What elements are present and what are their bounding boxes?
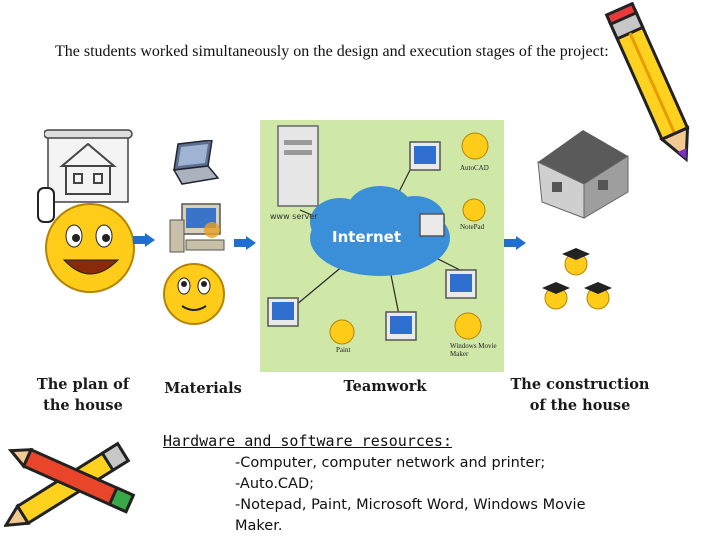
resource-item: -Auto.CAD; bbox=[235, 476, 315, 492]
moviemaker-label: Windows Movie Maker bbox=[450, 342, 497, 358]
server-label: www server bbox=[270, 212, 318, 221]
notepad-label: NotePad bbox=[460, 223, 485, 231]
resource-item: Maker. bbox=[235, 518, 283, 534]
resources-list: -Computer, computer network and printer;… bbox=[235, 453, 586, 537]
laptop-icon bbox=[172, 140, 220, 185]
stage-caption-construction: The construction of the house bbox=[510, 376, 650, 414]
resources-title: Hardware and software resources: bbox=[163, 432, 452, 450]
graduates-icon bbox=[542, 248, 612, 310]
resource-item: -Computer, computer network and printer; bbox=[235, 455, 546, 471]
stage-caption-teamwork: Teamwork bbox=[343, 378, 427, 395]
smiley-thinking-icon bbox=[163, 263, 225, 325]
arrow-right-icon bbox=[133, 233, 155, 247]
internet-cloud-icon bbox=[310, 186, 450, 276]
internet-label: Internet bbox=[332, 228, 402, 246]
arrow-right-icon bbox=[504, 236, 526, 250]
intro-text: The students worked simultaneously on th… bbox=[55, 43, 609, 60]
arrow-right-icon bbox=[234, 236, 256, 250]
resource-item: -Notepad, Paint, Microsoft Word, Windows… bbox=[235, 497, 586, 513]
house-plan-icon bbox=[44, 129, 133, 203]
paint-label: Paint bbox=[336, 346, 351, 354]
stage-caption-plan: The plan of the house bbox=[36, 376, 130, 414]
teamwork-network-panel: www server Internet AutoCAD NotePad Pain… bbox=[260, 120, 504, 372]
smiley-presenter-icon bbox=[37, 187, 135, 293]
desktop-computer-icon bbox=[169, 203, 225, 253]
autocad-label: AutoCAD bbox=[460, 164, 489, 172]
house-3d-icon bbox=[537, 130, 629, 219]
crossed-pencils-icon bbox=[4, 441, 136, 528]
pencil-icon bbox=[604, 2, 690, 163]
stage-caption-materials: Materials bbox=[164, 380, 242, 397]
